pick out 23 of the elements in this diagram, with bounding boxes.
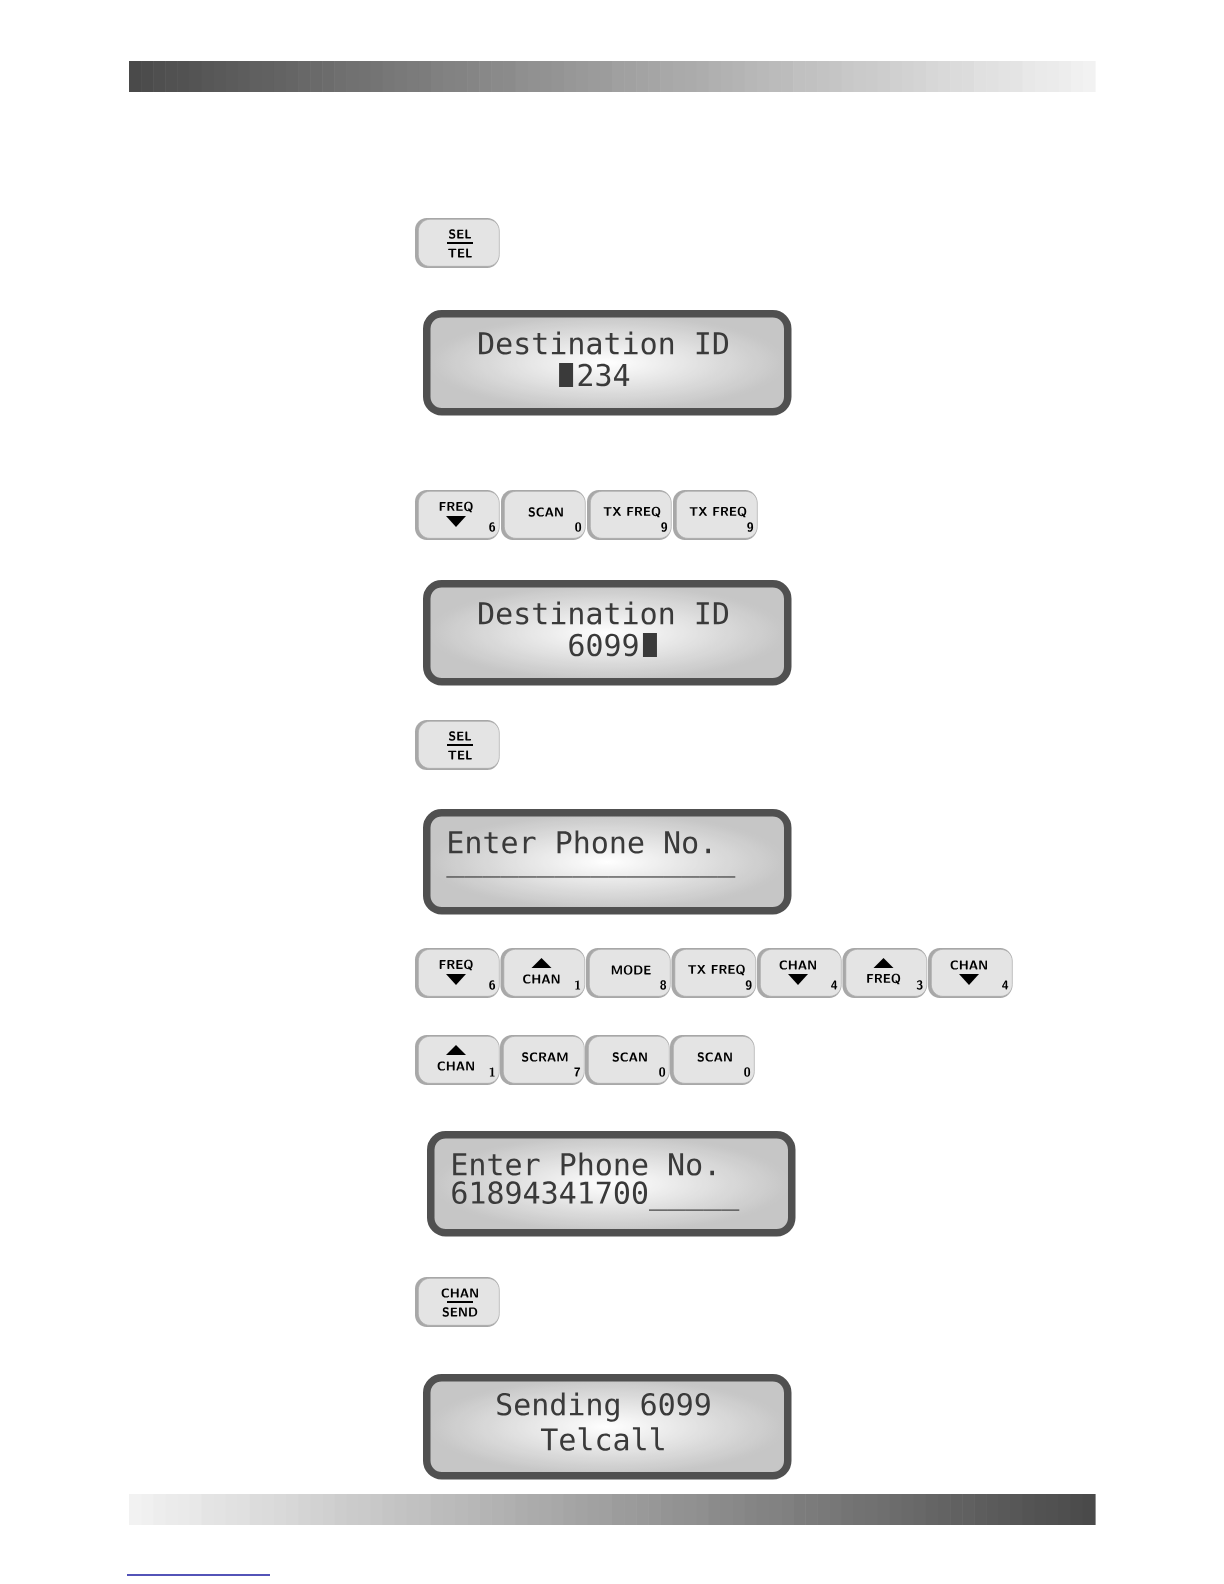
key-button: MODE 8 — [586, 948, 671, 998]
lcd-display: Enter Phone No. 61894341700_____ — [427, 1131, 796, 1237]
key-button: CHAN SEND — [415, 1277, 500, 1327]
key-button: SEL TEL — [415, 218, 500, 268]
key-button: SCAN 0 — [670, 1035, 755, 1085]
key-button: CHAN 1 — [415, 1035, 500, 1085]
key-button: FREQ 3 — [842, 948, 928, 998]
lcd-display: Sending 6099 Telcall — [423, 1374, 792, 1480]
key-button: TX FREQ 9 — [673, 490, 758, 540]
key-button: FREQ 6 — [415, 490, 500, 540]
lcd-display: Enter Phone No. ________________ — [423, 809, 792, 915]
key-button: SEL TEL — [415, 720, 500, 770]
lcd-display: Destination ID 234 — [423, 310, 792, 416]
key-button: TX FREQ 9 — [587, 490, 672, 540]
key-button: SCRAM 7 — [500, 1035, 585, 1085]
key-button: CHAN 1 — [500, 948, 586, 998]
key-button: CHAN 4 — [928, 948, 1013, 998]
key-button: FREQ 6 — [415, 948, 500, 998]
lcd-display: Destination ID 6099 — [423, 580, 792, 686]
key-button: SCAN 0 — [501, 490, 586, 540]
key-button: SCAN 0 — [585, 1035, 670, 1085]
key-button: CHAN 4 — [757, 948, 842, 998]
key-button: TX FREQ 9 — [671, 948, 757, 998]
